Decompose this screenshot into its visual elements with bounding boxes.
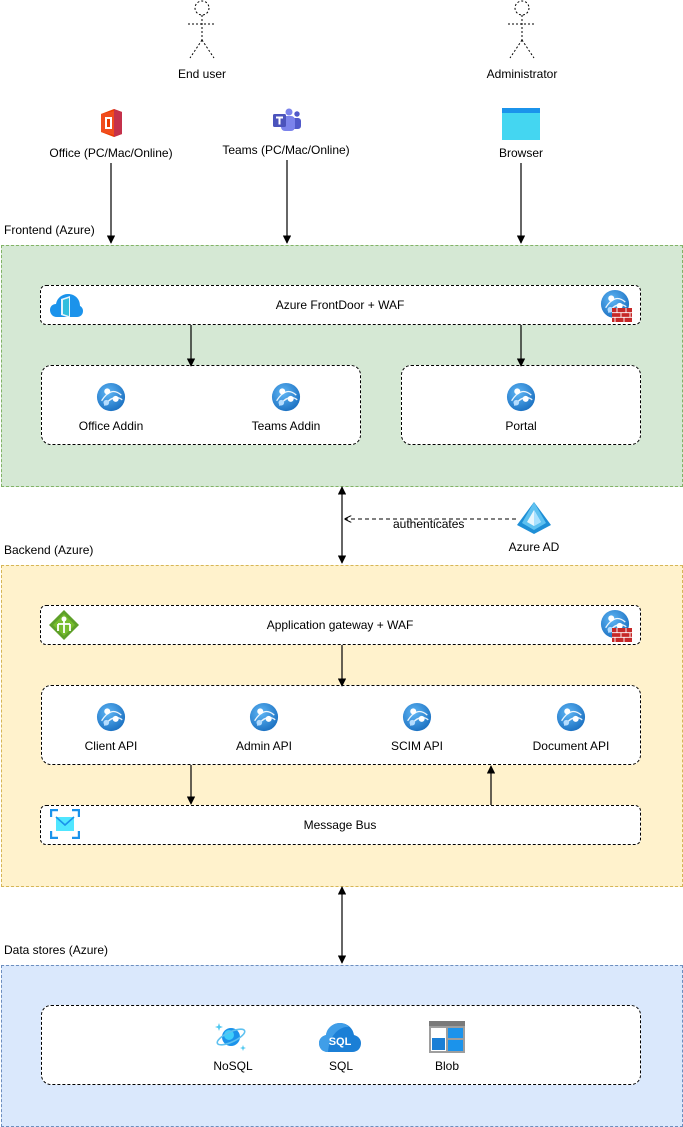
- blob-storage-icon: [429, 1021, 465, 1053]
- cosmos-db-icon: [215, 1023, 246, 1051]
- frontdoor-icon: [50, 294, 83, 318]
- administrator-person-icon: [508, 0, 536, 59]
- document-api-label: Document API: [532, 739, 610, 753]
- browser-client-label: Browser: [498, 146, 543, 160]
- sql-database-icon: SQL: [319, 1023, 361, 1052]
- administrator-label: Administrator: [486, 67, 558, 81]
- message-bus-node: [40, 805, 641, 845]
- datastores-zone-label: Data stores (Azure): [4, 943, 109, 957]
- teams-client-label: Teams (PC/Mac/Online): [222, 143, 350, 157]
- admin-api-label: Admin API: [235, 739, 293, 753]
- scim-api-label: SCIM API: [390, 739, 443, 753]
- sql-icon-text: SQL: [329, 1036, 352, 1048]
- application-gateway-label: Application gateway + WAF: [266, 618, 414, 632]
- portal-label: Portal: [505, 419, 537, 433]
- message-bus-label: Message Bus: [303, 818, 377, 832]
- backend-zone-label: Backend (Azure): [4, 543, 94, 557]
- frontdoor-waf-label: Azure FrontDoor + WAF: [275, 298, 405, 312]
- end-user-person-icon: [188, 0, 216, 59]
- azure-ad-icon: [517, 502, 551, 534]
- blob-label: Blob: [434, 1059, 460, 1073]
- teams-icon: [273, 108, 301, 131]
- azure-ad-label: Azure AD: [508, 540, 560, 554]
- office-client-label: Office (PC/Mac/Online): [49, 146, 173, 160]
- api-group: [41, 685, 641, 765]
- teams-addin-label: Teams Addin: [251, 419, 321, 433]
- end-user-label: End user: [177, 67, 227, 81]
- authenticates-edge-label: authenticates: [390, 517, 468, 531]
- browser-icon: [502, 108, 540, 140]
- office-addin-label: Office Addin: [78, 419, 144, 433]
- app-gateway-icon: [49, 610, 79, 640]
- application-gateway-node: [40, 605, 641, 645]
- nosql-label: NoSQL: [213, 1059, 253, 1073]
- client-api-label: Client API: [84, 739, 138, 753]
- frontend-zone-label: Frontend (Azure): [4, 223, 95, 237]
- frontdoor-waf-node: [40, 285, 641, 325]
- addins-group: [41, 365, 361, 445]
- office-icon: [101, 109, 122, 137]
- sql-label: SQL: [328, 1059, 353, 1073]
- service-bus-icon: [50, 809, 80, 839]
